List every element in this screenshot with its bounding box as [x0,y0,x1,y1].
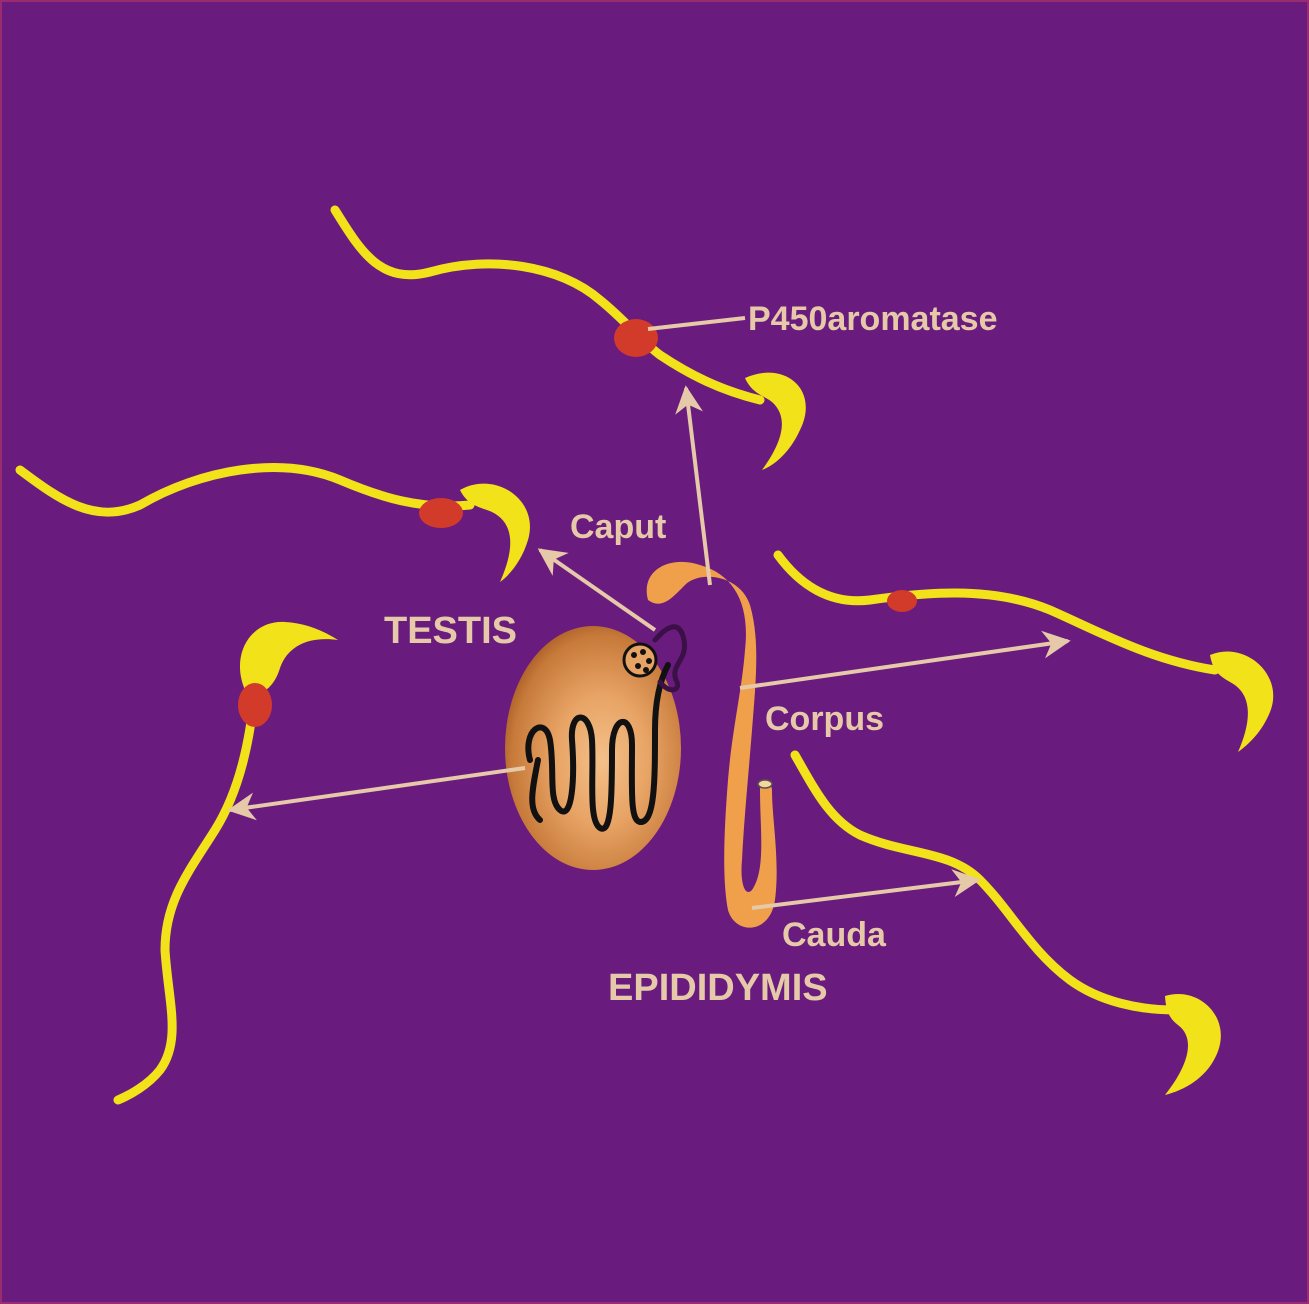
sperm-right-middle-marker [887,590,917,612]
label-testis: TESTIS [384,610,517,652]
label-p450aromatase: P450aromatase [748,300,998,338]
sperm-left-marker [238,683,272,727]
label-corpus: Corpus [765,700,884,738]
sperm-top-marker [614,319,658,357]
vas-deferens-opening [758,780,772,788]
label-epididymis: EPIDIDYMIS [608,967,828,1009]
label-cauda: Cauda [782,916,887,954]
sperm-left-middle-marker [419,498,463,528]
label-caput: Caput [570,508,666,546]
